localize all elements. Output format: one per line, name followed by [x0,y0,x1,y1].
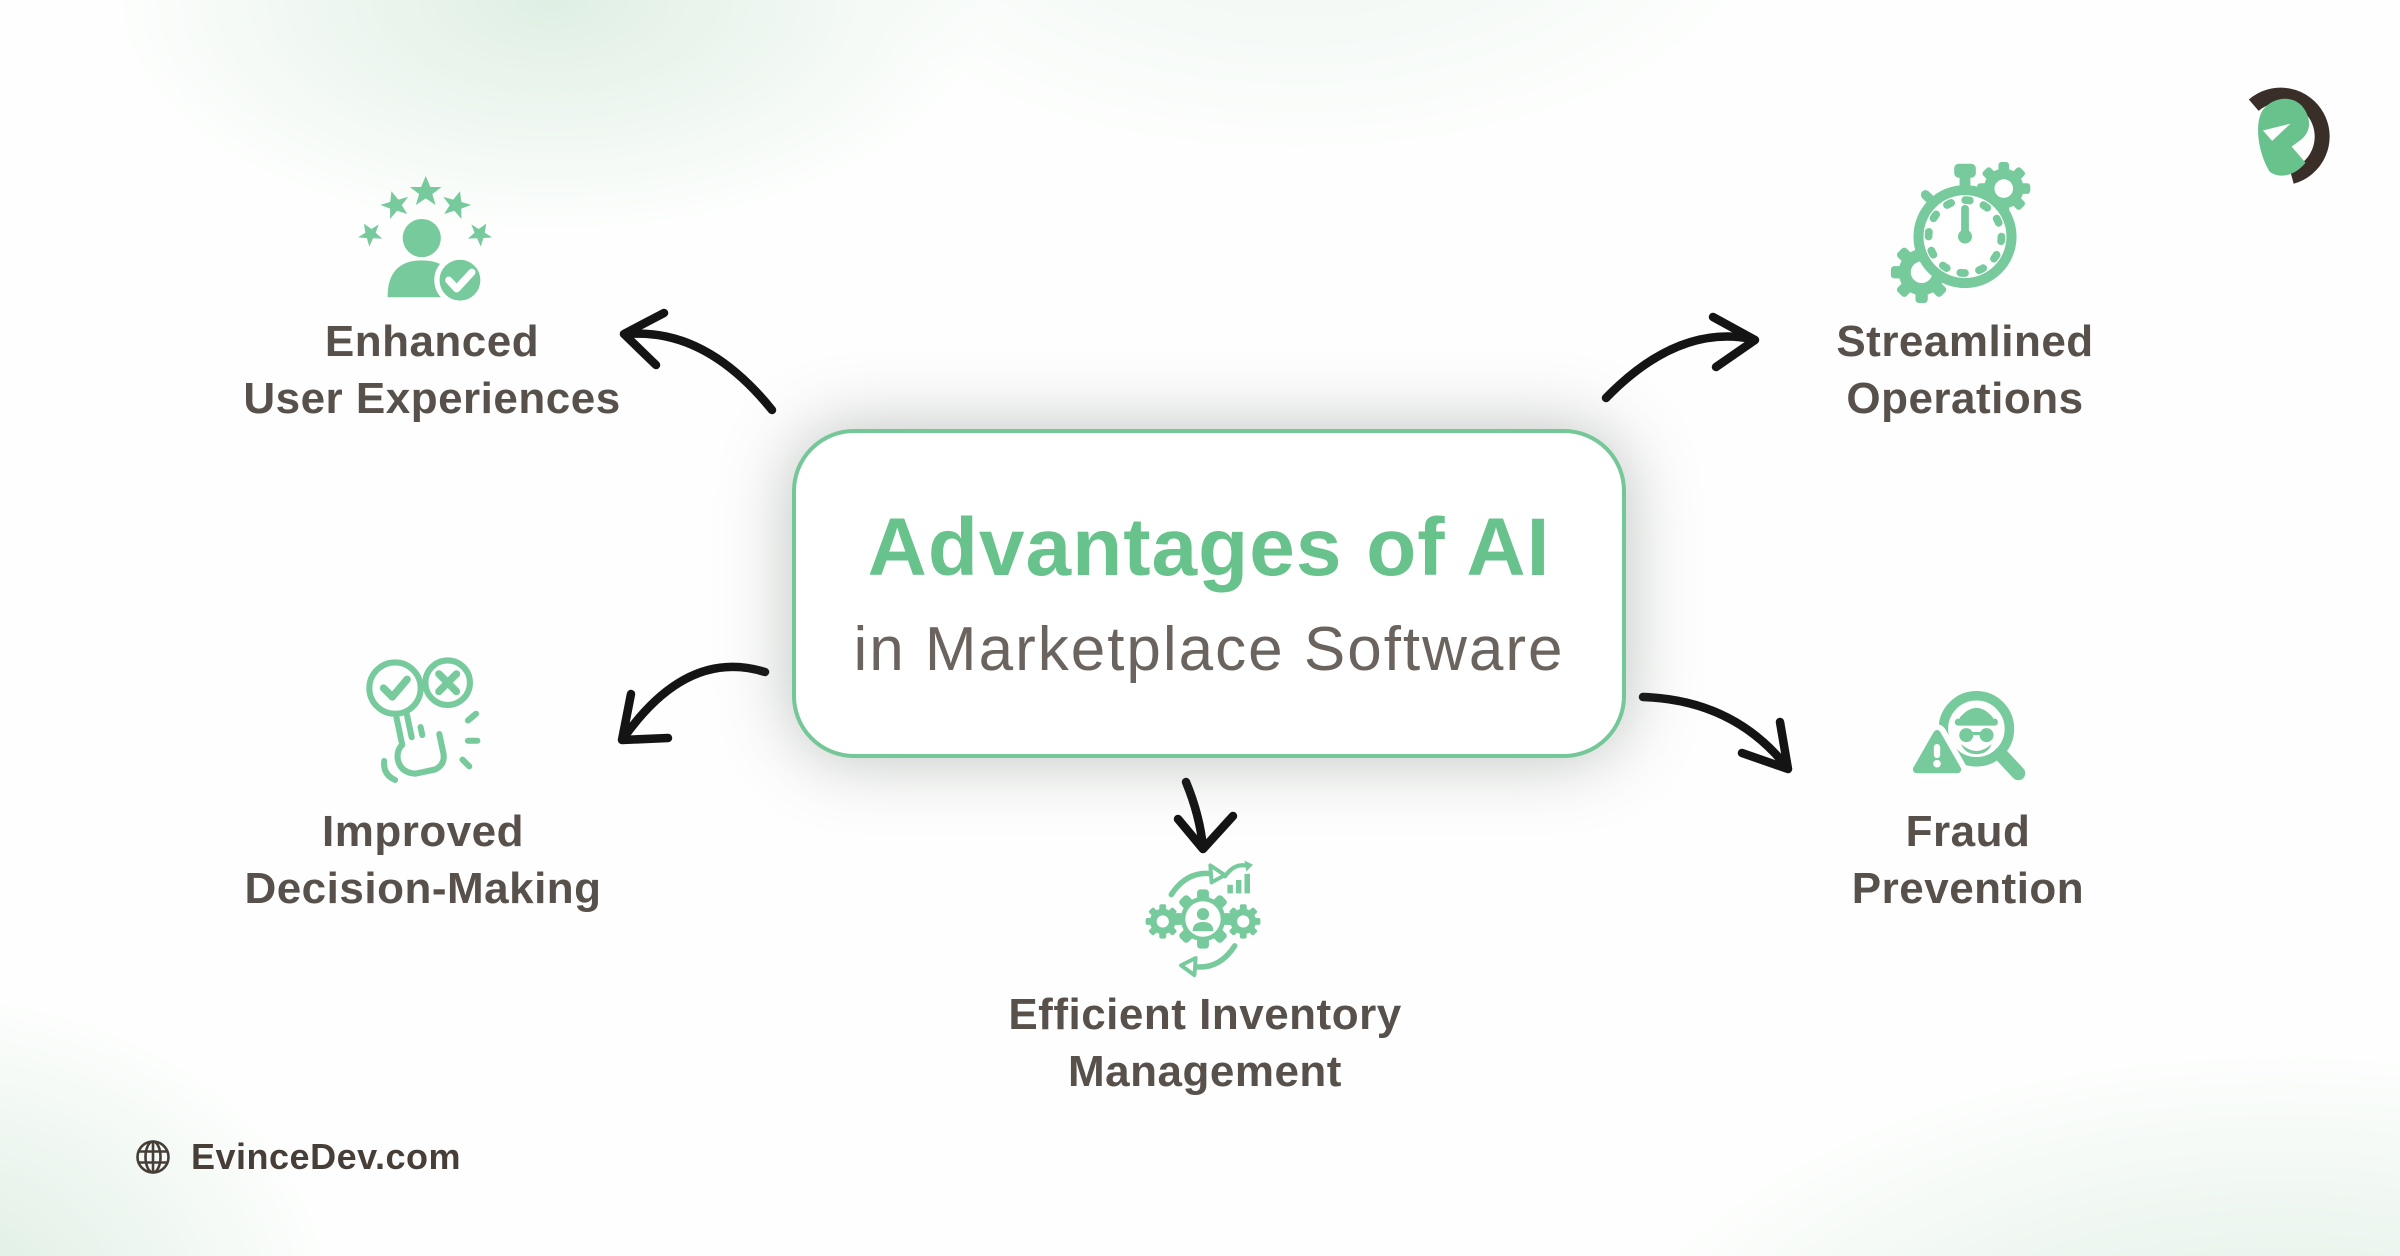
globe-icon [136,1140,170,1174]
footer-branding: EvinceDev.com [133,1136,461,1178]
arrow-to-efficient-inventory-management-icon [1173,777,1238,854]
node-label-line: Operations [1846,374,2084,423]
page-subtitle: in Marketplace Software [853,614,1565,684]
gears-person-sync-chart-icon [1145,860,1261,978]
hand-choice-check-cross-icon [366,657,481,783]
node-label-line: Streamlined [1836,317,2094,366]
node-label-line: Improved [321,807,525,856]
website-label: EvinceDev.com [191,1136,461,1177]
node-enhanced-user-experiences: Enhanced User Experiences [132,313,732,427]
stopwatch-gears-icon [1890,162,2031,303]
node-label-line: Management [1068,1047,1342,1096]
node-streamlined-operations: Streamlined Operations [1665,313,2265,427]
arrow-to-improved-decision-making-icon [617,662,770,745]
page-title: Advantages of AI [867,501,1551,593]
node-label-line: Efficient Inventory [1008,990,1402,1039]
user-five-stars-check-icon [353,176,497,306]
node-label-line: Decision-Making [244,864,602,913]
node-label-line: User Experiences [243,374,621,423]
node-label-line: Fraud [1905,807,2031,856]
evincedev-spartan-helmet-logo [2248,87,2330,184]
node-label-line: Prevention [1851,864,2085,913]
arrow-to-enhanced-user-experiences-icon [619,308,777,415]
arrow-to-fraud-prevention-icon [1638,692,1793,774]
node-efficient-inventory-management: Efficient Inventory Management [905,986,1505,1100]
node-label-line: Enhanced [324,317,540,366]
node-fraud-prevention: Fraud Prevention [1668,803,2268,917]
arrow-to-streamlined-operations-icon [1601,312,1760,403]
spy-magnifier-warning-icon [1907,691,2026,781]
central-title-box: Advantages of AI in Marketplace Software [792,429,1626,758]
node-improved-decision-making: Improved Decision-Making [123,803,723,917]
